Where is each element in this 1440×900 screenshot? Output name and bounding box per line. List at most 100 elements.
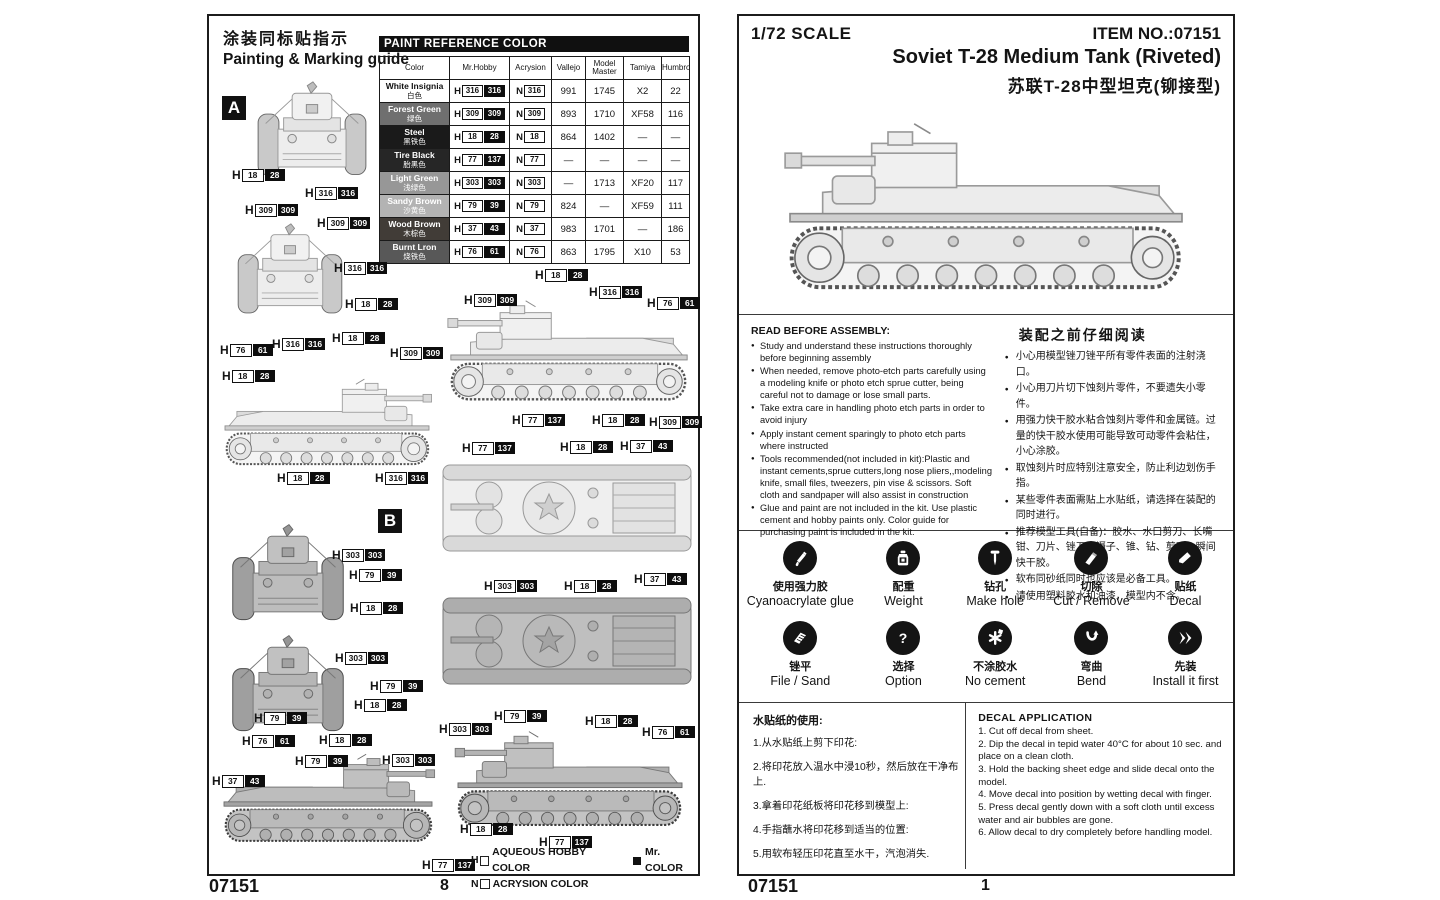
read-before-heading-en: READ BEFORE ASSEMBLY: — [751, 325, 891, 337]
filled-box-icon — [633, 856, 642, 865]
scheme-a-label: A — [222, 96, 246, 120]
decal-step-en: 6. Allow decal to dry completely before … — [978, 827, 1213, 839]
decal-step-en: 5. Press decal gently down with a soft c… — [978, 801, 1215, 826]
install-first-icon — [1168, 621, 1203, 655]
instruction-page-left: 涂装同标贴指示 Painting & Marking guide A B PAI… — [207, 14, 703, 890]
footer-item-no-right: 07151 — [748, 876, 799, 896]
decal-step-cn: 5.用软布轻压印花直至水干，汽泡消失. — [753, 849, 930, 860]
legend-aqueous-label: AQUEOUS HOBBY COLOR — [492, 846, 586, 874]
decal-step-cn: 4.手指蘸水将印花移到适当的位置: — [753, 825, 909, 836]
assembly-note-cn: 某些零件表面需贴上水贴纸，请选择在装配的同时进行。 — [1005, 493, 1225, 524]
paint-code-value: 893 — [551, 102, 586, 126]
painting-guide-title-cn: 涂装同标贴指示 — [223, 31, 350, 48]
paint-code-value: 1402 — [585, 125, 624, 149]
read-before-heading-cn: 装配之前仔细阅读 — [1018, 327, 1147, 343]
outline-box-icon — [479, 879, 490, 890]
assembly-note-cn: 请使用塑料胶水和油漆，模型内不含。 — [1005, 589, 1225, 605]
assembly-note-cn: 推荐模型工具(自备)：胶水、水口剪刀、长嘴钳、刀片、锉刀、镊子、锥、钻、剪刀、瞬… — [1005, 525, 1225, 572]
paint-code-value: — — [585, 194, 624, 218]
painting-guide-title: 涂装同标贴指示 Painting & Marking guide — [223, 30, 409, 69]
assembly-note-en: Apply instant cement sparingly to photo … — [751, 428, 993, 452]
paint-code-value: 1745 — [585, 79, 624, 103]
paint-code-value: 824 — [551, 194, 586, 218]
assembly-note-en: Tools recommended(not included in kit):P… — [751, 453, 993, 501]
paint-color-legend: H AQUEOUS HOBBY COLOR Mr. COLOR N ACRYSI… — [471, 845, 698, 892]
paint-code-value: X10 — [623, 240, 662, 264]
option-icon — [886, 621, 921, 655]
decal-step-cn: 1.从水贴纸上剪下印花: — [753, 738, 858, 749]
paint-code-value: XF20 — [623, 171, 662, 195]
decal-application-section: 水贴纸的使用: 1.从水贴纸上剪下印花:2.将印花放入温水中浸10秒，然后放在干… — [739, 703, 1233, 869]
paint-table-title: PAINT REFERENCE COLOR — [379, 36, 689, 52]
paint-code-value: 186 — [661, 217, 690, 241]
legend-acrysion-label: ACRYSION COLOR — [492, 877, 589, 890]
paint-code-value: 863 — [551, 240, 586, 264]
no-cement-icon — [978, 621, 1013, 655]
decal-step-en: 1. Cut off decal from sheet. — [978, 726, 1094, 737]
paint-code-value: 53 — [661, 240, 690, 264]
cyanoacrylate-glue-icon — [783, 541, 818, 575]
assembly-note-en: Glue and paint are not included in the k… — [751, 502, 993, 538]
item-number-label: ITEM NO.:07151 — [1092, 24, 1222, 43]
paint-code-value: 1701 — [585, 217, 624, 241]
decal-instructions-en: DECAL APPLICATION 1. Cut off decal from … — [966, 703, 1233, 869]
footer-page-number-left: 8 — [440, 877, 449, 894]
decal-step-en: 2. Dip the decal in tepid water 40°C for… — [978, 738, 1222, 763]
decal-heading-cn: 水贴纸的使用: — [753, 715, 823, 727]
legend-h-prefix: H — [471, 853, 479, 866]
paint-code-value: — — [661, 148, 690, 172]
box-art-illustration — [739, 110, 1233, 315]
outline-box-icon — [479, 855, 490, 866]
assembly-note-cn: 软布同砂纸同时也应该是必备工具。 — [1005, 572, 1225, 588]
read-before-assembly-section: READ BEFORE ASSEMBLY: Study and understa… — [739, 315, 1233, 602]
